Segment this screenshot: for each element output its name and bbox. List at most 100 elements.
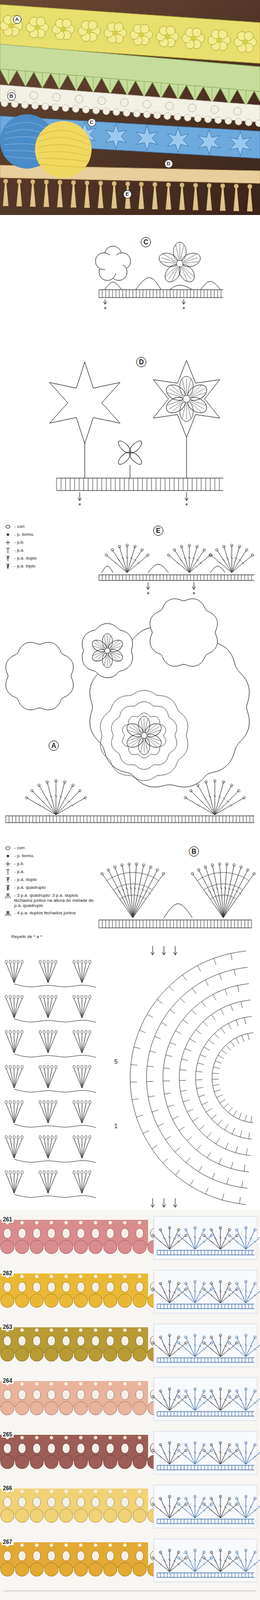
drawing-stroke <box>79 1273 83 1277</box>
drawing-stroke <box>196 783 199 786</box>
drawing-stroke <box>81 622 133 678</box>
drawing-stroke <box>157 1468 255 1469</box>
drawing-stroke <box>147 729 161 734</box>
drawing-stroke <box>154 815 156 822</box>
drawing-stroke <box>220 1502 237 1517</box>
drawing-stroke <box>135 1280 144 1291</box>
drawing-stroke <box>44 1400 59 1414</box>
drawing-stroke <box>169 477 171 491</box>
drawing-stroke <box>228 886 231 889</box>
drawing-stroke <box>14 1102 23 1122</box>
drawing-stroke <box>157 1517 158 1523</box>
drawing-stroke <box>146 1013 153 1017</box>
drawing-stroke <box>202 1286 206 1289</box>
drawing-stroke <box>228 1410 229 1415</box>
drawing-stroke <box>35 1273 39 1277</box>
drawing-stroke <box>81 1032 86 1052</box>
drawing-stroke <box>219 1386 222 1389</box>
drawing-stroke <box>202 1334 206 1337</box>
drawing-stroke <box>177 1501 180 1504</box>
drawing-stroke <box>195 1449 212 1463</box>
drawing-stroke <box>210 554 232 572</box>
drawing-stroke <box>245 1234 260 1248</box>
drawing-stroke <box>178 1502 195 1517</box>
drawing-stroke <box>157 1522 255 1523</box>
drawing-stroke <box>108 1219 112 1224</box>
drawing-stroke <box>106 867 110 870</box>
drawing-stroke <box>233 1109 237 1116</box>
drawing-stroke <box>167 1410 168 1415</box>
drawing-stroke <box>163 1463 165 1469</box>
drawing-stroke <box>170 1302 172 1308</box>
drawing-stroke <box>97 477 98 491</box>
drawing-stroke <box>230 543 233 546</box>
drawing-stroke <box>0 1238 15 1253</box>
drawing-stroke <box>18 1388 26 1399</box>
drawing-stroke <box>245 1228 255 1248</box>
drawing-stroke <box>79 491 81 501</box>
drawing-stroke <box>217 1118 223 1124</box>
drawing-stroke <box>198 129 220 155</box>
drawing-stroke <box>174 1463 175 1469</box>
drawing-stroke <box>193 1440 197 1443</box>
drawing-stroke <box>184 1393 188 1397</box>
drawing-stroke <box>195 1441 196 1463</box>
drawing-stroke <box>49 1219 54 1224</box>
drawing-stroke <box>176 561 180 564</box>
drawing-stroke <box>239 1397 242 1400</box>
drawing-stroke <box>64 796 67 799</box>
drawing-stroke <box>218 1302 219 1308</box>
drawing-stroke <box>48 1102 56 1122</box>
drawing-stroke <box>214 1290 217 1293</box>
drawing-stroke <box>211 1249 212 1254</box>
drawing-stroke <box>169 1449 186 1463</box>
drawing-stroke <box>253 1346 257 1349</box>
drawing-stroke <box>242 39 249 45</box>
drawing-stroke <box>194 114 202 122</box>
drawing-stroke <box>14 997 23 1017</box>
drawing-stroke <box>100 871 103 874</box>
drawing-stroke <box>220 1449 237 1463</box>
drawing-stroke <box>107 635 111 648</box>
drawing-stroke <box>244 1235 247 1238</box>
drawing-stroke <box>16 1134 20 1138</box>
drawing-stroke <box>177 1227 180 1230</box>
edging-chart-e <box>98 543 255 589</box>
drawing-stroke <box>235 1508 238 1510</box>
drawing-stroke <box>93 1327 98 1331</box>
drawing-stroke <box>226 556 229 559</box>
drawing-stroke <box>213 794 216 797</box>
drawing-stroke <box>225 1141 229 1148</box>
drawing-stroke <box>132 1453 147 1468</box>
drawing-stroke <box>35 1541 39 1546</box>
drawing-stroke <box>132 919 134 927</box>
drawing-stroke <box>88 1169 91 1173</box>
drawing-stroke <box>244 1396 247 1399</box>
drawing-stroke <box>126 919 127 927</box>
drawing-stroke <box>157 1249 255 1250</box>
drawing-stroke <box>14 1088 97 1092</box>
drawing-stroke <box>146 1080 154 1081</box>
drawing-stroke <box>136 574 137 580</box>
drawing-stroke <box>163 1410 165 1415</box>
drawing-stroke <box>13 994 16 998</box>
drawing-stroke <box>177 1441 180 1445</box>
drawing-stroke <box>117 815 119 822</box>
drawing-stroke <box>152 81 170 98</box>
drawing-stroke <box>35 1434 39 1438</box>
drawing-stroke <box>6 1172 15 1193</box>
drawing-stroke <box>223 869 248 917</box>
drawing-stroke <box>211 1228 221 1248</box>
drawing-stroke <box>148 891 151 894</box>
drawing-stroke <box>71 803 74 806</box>
drawing-stroke <box>202 1400 206 1403</box>
drawing-stroke <box>87 815 88 822</box>
drawing-stroke <box>238 544 241 548</box>
drawing-stroke <box>236 1389 246 1410</box>
drawing-stroke <box>174 477 175 491</box>
drawing-stroke <box>84 443 86 478</box>
drawing-stroke <box>204 864 207 868</box>
drawing-stroke <box>59 1238 73 1253</box>
drawing-stroke <box>50 1029 54 1033</box>
drawing-stroke <box>193 1235 197 1238</box>
